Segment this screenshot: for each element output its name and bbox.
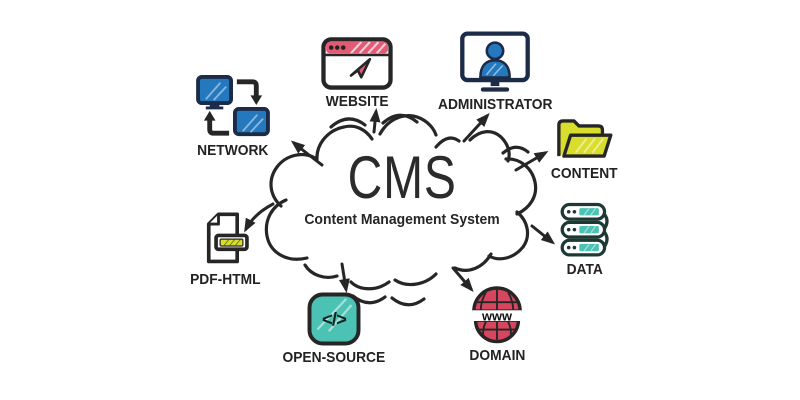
- node-pdf-html: PDF-HTML: [150, 210, 300, 287]
- node-label-open-source: OPEN-SOURCE: [282, 349, 386, 366]
- monitor-user-icon: [460, 31, 530, 92]
- code-glyph-text: </>: [322, 309, 346, 330]
- connector-arrows: [244, 108, 556, 293]
- arrow-to-website: [369, 108, 381, 134]
- arrow-to-content: [514, 150, 549, 172]
- arrow-to-data: [530, 224, 556, 245]
- node-label-domain: DOMAIN: [469, 347, 525, 364]
- node-open-source: </> OPEN-SOURCE: [249, 291, 419, 365]
- node-network: NETWORK: [158, 74, 308, 158]
- browser-window-icon: [321, 37, 393, 90]
- node-domain: www DOMAIN: [422, 285, 572, 363]
- linked-monitors-icon: [196, 74, 270, 137]
- node-label-data: DATA: [566, 261, 604, 278]
- diagram-subtitle: Content Management System: [304, 211, 500, 228]
- node-website: WEBSITE: [282, 36, 432, 109]
- node-label-content: CONTENT: [550, 165, 618, 182]
- node-data: DATA: [510, 202, 660, 277]
- server-stack-icon: [560, 202, 609, 257]
- diagram-title: CMS: [347, 144, 457, 211]
- cloud-outline: [264, 113, 538, 307]
- node-label-network: NETWORK: [197, 142, 269, 159]
- globe-www-text: www: [481, 309, 513, 324]
- www-globe-icon: www: [472, 286, 522, 344]
- arrow-to-pdf-html: [244, 202, 275, 233]
- node-label-pdf-html: PDF-HTML: [189, 271, 261, 288]
- cloud-center: CMS Content Management System: [282, 144, 522, 229]
- arrow-to-open-source: [338, 262, 350, 293]
- node-administrator: ADMINISTRATOR: [410, 30, 580, 112]
- node-content: CONTENT: [509, 114, 659, 181]
- code-brackets-icon: </>: [307, 292, 361, 346]
- node-label-administrator: ADMINISTRATOR: [437, 96, 553, 113]
- node-label-website: WEBSITE: [325, 93, 389, 110]
- arrow-to-domain: [451, 266, 474, 293]
- open-folder-icon: [557, 119, 613, 158]
- arrow-to-network: [290, 140, 324, 167]
- arrow-to-administrator: [462, 113, 490, 143]
- document-badge-icon: [206, 212, 249, 264]
